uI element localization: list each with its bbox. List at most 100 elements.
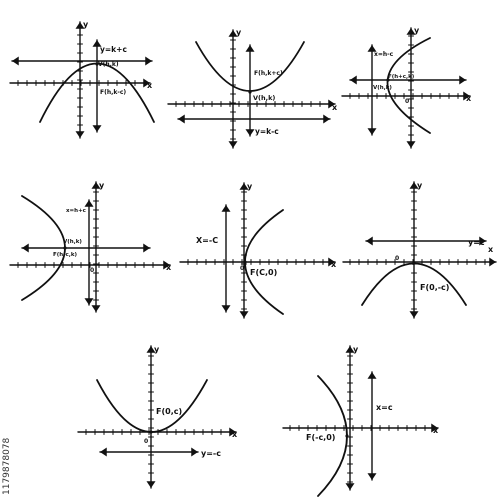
- directrix-line-head-up: [367, 372, 377, 379]
- axis-of-symmetry-head-right: [143, 243, 150, 253]
- vertex-point: [243, 260, 247, 264]
- focus-label: F(0,c): [156, 407, 182, 416]
- x-axis-head-right: [489, 257, 496, 267]
- directrix-label: y=k+c: [100, 45, 127, 54]
- focus-label: F(h,k-c): [100, 89, 126, 96]
- vertex-point: [63, 246, 67, 250]
- y-axis-label: y: [154, 345, 160, 354]
- y-axis-head-down: [406, 141, 416, 148]
- y-axis-head-up: [345, 346, 355, 353]
- axis-of-symmetry-head-up: [245, 45, 255, 52]
- y-axis-head-up: [239, 183, 249, 190]
- directrix-label: y=k-c: [255, 127, 279, 136]
- directrix-line-head-left: [12, 56, 19, 66]
- directrix-line-head-right: [191, 447, 198, 457]
- x-axis-head-right: [328, 99, 335, 109]
- directrix-line-head-right: [323, 114, 330, 124]
- directrix-line-head-left: [100, 447, 107, 457]
- y-axis-label: y: [353, 345, 359, 354]
- x-axis-label: x: [166, 263, 172, 272]
- panel-8-left-opening-origin: xyx=cF(-c,0): [282, 345, 439, 497]
- y-axis-label: y: [417, 181, 423, 190]
- focus-label: F(h+c,k): [388, 74, 415, 80]
- y-axis-head-down: [239, 311, 249, 318]
- axis-of-symmetry-head-down: [245, 129, 255, 136]
- vertex-point: [345, 434, 349, 438]
- x-axis-head-right: [229, 427, 236, 437]
- y-axis-head-up: [75, 22, 85, 29]
- vertex-point: [149, 430, 153, 434]
- y-axis-label: y: [247, 182, 253, 191]
- axis-of-symmetry-head-right: [459, 75, 466, 85]
- directrix-label: x=h+c: [66, 208, 86, 214]
- side-id-number: 1179878078: [2, 437, 12, 495]
- x-axis-head-right: [143, 78, 150, 88]
- y-axis-head-up: [228, 30, 238, 37]
- x-axis-head-right: [463, 91, 470, 101]
- y-axis-head-down: [91, 305, 101, 312]
- directrix-line-head-right: [479, 236, 486, 246]
- panel-6-downward-origin: xyy=cF(0,-c)0: [342, 181, 497, 319]
- vertex-point: [386, 78, 390, 82]
- axis-of-symmetry-head-down: [92, 125, 102, 132]
- x-axis-label: x: [331, 260, 337, 269]
- axis-of-symmetry-head-left: [22, 243, 29, 253]
- origin-label: 0: [90, 267, 94, 274]
- axis-of-symmetry-head-up: [92, 40, 102, 47]
- directrix-line-head-down: [367, 473, 377, 480]
- directrix-label: X=-C: [196, 236, 218, 245]
- directrix-label: x=h-c: [374, 51, 394, 58]
- vertex-label: V(h,k): [98, 61, 119, 68]
- directrix-line-head-left: [366, 236, 373, 246]
- focus-label: F(-c,0): [306, 433, 335, 442]
- vertex-label: V(h,k): [253, 94, 275, 102]
- y-axis-head-up: [146, 346, 156, 353]
- directrix-label: x=c: [376, 403, 393, 412]
- focus-label: F(h,k+c): [254, 70, 283, 77]
- x-axis-label: x: [232, 430, 238, 439]
- directrix-line-head-left: [178, 114, 185, 124]
- panel-2-upward-parabola: x yF(h,k+c) V(h,k) y=k-c: [167, 28, 338, 149]
- x-axis-head-right: [328, 257, 335, 267]
- directrix-line-head-down: [221, 305, 231, 312]
- origin-label: 0: [144, 438, 148, 445]
- vertex-point: [248, 90, 252, 94]
- y-axis-head-up: [406, 28, 416, 35]
- panel-7-upward-origin: x yF(0,c) y=-c 0: [77, 345, 238, 489]
- y-axis-head-up: [409, 182, 419, 189]
- directrix-line-head-down: [367, 128, 377, 135]
- y-axis-head-down: [228, 141, 238, 148]
- panel-5-right-opening-origin: x yX=-C F(C,0) 0: [179, 182, 337, 319]
- origin-label: 0: [240, 265, 244, 272]
- parabola-curve: [96, 379, 208, 433]
- directrix-line-head-up: [367, 45, 377, 52]
- directrix-label: y=c: [468, 238, 485, 247]
- y-axis-head-up: [91, 182, 101, 189]
- panel-1-downward-parabola: xyy=k+cV(h,k)F(h,k-c): [9, 20, 155, 139]
- panel-3-right-opening-parabola: xyx=h-cF(h+c,k)V(h,k)0: [341, 26, 472, 149]
- x-axis-label: x: [332, 103, 338, 112]
- axis-of-symmetry-head-left: [350, 75, 357, 85]
- y-axis-label: y: [236, 28, 242, 37]
- y-axis-label: y: [99, 181, 105, 190]
- panel-4-left-opening-parabola: xyx=h+cV(h,k)F(h-c,k)0: [9, 181, 172, 313]
- directrix-label: y=-c: [201, 449, 221, 458]
- x-axis-head-right: [431, 423, 438, 433]
- vertex-point: [412, 261, 416, 265]
- directrix-line-head-down: [84, 298, 94, 305]
- y-axis-label: y: [414, 26, 420, 35]
- focus-label: F(h-c,k): [53, 252, 77, 258]
- focus-label: F(C,0): [250, 268, 277, 277]
- parabola-curve: [386, 37, 431, 134]
- y-axis-head-down: [146, 481, 156, 488]
- x-axis-label: x: [488, 245, 494, 254]
- origin-label: 0: [405, 98, 409, 105]
- y-axis-head-down: [75, 131, 85, 138]
- origin-label: 0: [395, 255, 399, 262]
- directrix-line-head-right: [145, 56, 152, 66]
- directrix-line-head-up: [84, 200, 94, 207]
- directrix-line-head-up: [221, 205, 231, 212]
- x-axis-head-right: [163, 260, 170, 270]
- vertex-point: [95, 62, 99, 66]
